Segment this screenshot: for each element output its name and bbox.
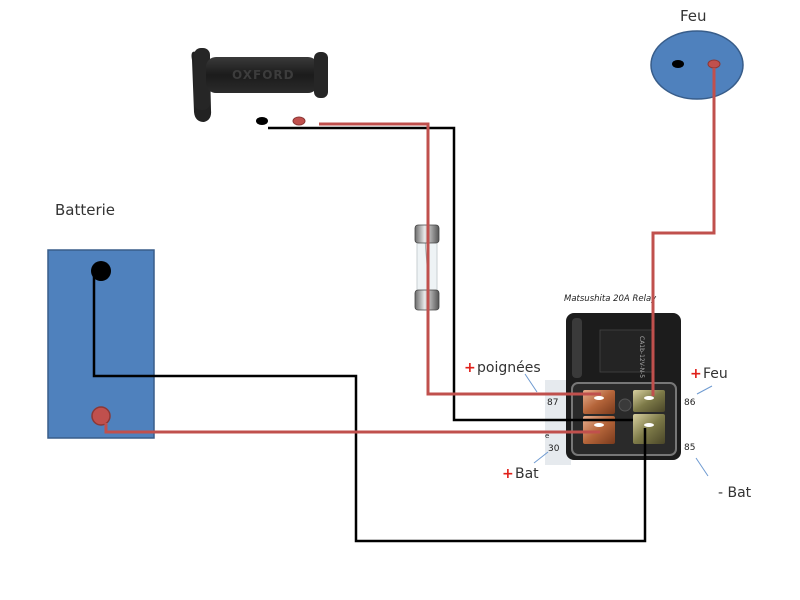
pin-86-label: 86 <box>684 398 696 408</box>
grip-flange-left <box>194 48 210 110</box>
wire-light-positive-to-relay-86 <box>651 68 716 396</box>
annotation-bat-plus: Bat <box>515 466 539 482</box>
leader-line-feu <box>696 385 713 395</box>
relay-center-post <box>618 398 632 412</box>
terminal-hole <box>644 396 654 400</box>
grip-brand: OXFORD <box>232 68 295 82</box>
relay-printed-text: CA1b-12V-N-5 <box>638 336 645 378</box>
relay-terminal-30 <box>583 416 615 444</box>
light <box>650 30 744 100</box>
annotation-bat-minus: - Bat <box>718 485 752 501</box>
pin-87-label: 87 <box>547 398 558 408</box>
wire-battery-negative-to-relay-85 <box>92 274 647 543</box>
grip-flange-right <box>314 52 328 98</box>
terminal-hole <box>594 396 604 400</box>
terminal-hole <box>594 423 604 427</box>
light-label: Feu <box>680 7 707 25</box>
battery-positive-terminal <box>91 406 111 426</box>
battery-label: Batterie <box>55 201 115 219</box>
annotation-feu: Feu <box>703 366 728 382</box>
relay-terminal-86 <box>633 390 665 412</box>
annotation-feu-sign: + <box>690 366 702 382</box>
leader-line-bat-plus <box>533 451 549 464</box>
wire-grip-positive-to-relay-87 <box>319 122 601 396</box>
relay-terminal-87 <box>583 390 615 414</box>
pin-30-label: 30 <box>548 444 560 454</box>
battery <box>47 249 155 439</box>
annotation-bat-plus-sign: + <box>502 466 514 482</box>
annotation-poignees: poignées <box>477 360 541 376</box>
battery-negative-terminal <box>91 261 111 281</box>
wire-battery-positive-to-relay-30 <box>104 423 600 434</box>
light-negative-terminal <box>672 60 684 68</box>
terminal-hole <box>644 423 654 427</box>
relay-title: Matsushita 20A Relay <box>564 294 657 304</box>
pin-85-label: 85 <box>684 443 695 453</box>
grip-negative-terminal <box>256 117 268 125</box>
grip-body <box>206 57 318 93</box>
relay: CA1b-12V-N-5 <box>545 313 681 465</box>
leader-line-bat-minus <box>695 457 709 477</box>
annotation-poignees-sign: + <box>464 360 476 376</box>
light-positive-terminal <box>707 59 721 69</box>
heated-grip: OXFORD <box>191 48 328 126</box>
pin-e-label: e <box>545 432 549 440</box>
light-body <box>650 30 744 100</box>
relay-terminal-85 <box>633 414 665 444</box>
relay-body-highlight <box>572 318 582 378</box>
leader-line-poignees <box>524 373 538 393</box>
relay-label-panel <box>599 329 653 373</box>
wire-grip-negative-to-relay <box>268 126 633 422</box>
grip-positive-terminal <box>292 116 306 126</box>
